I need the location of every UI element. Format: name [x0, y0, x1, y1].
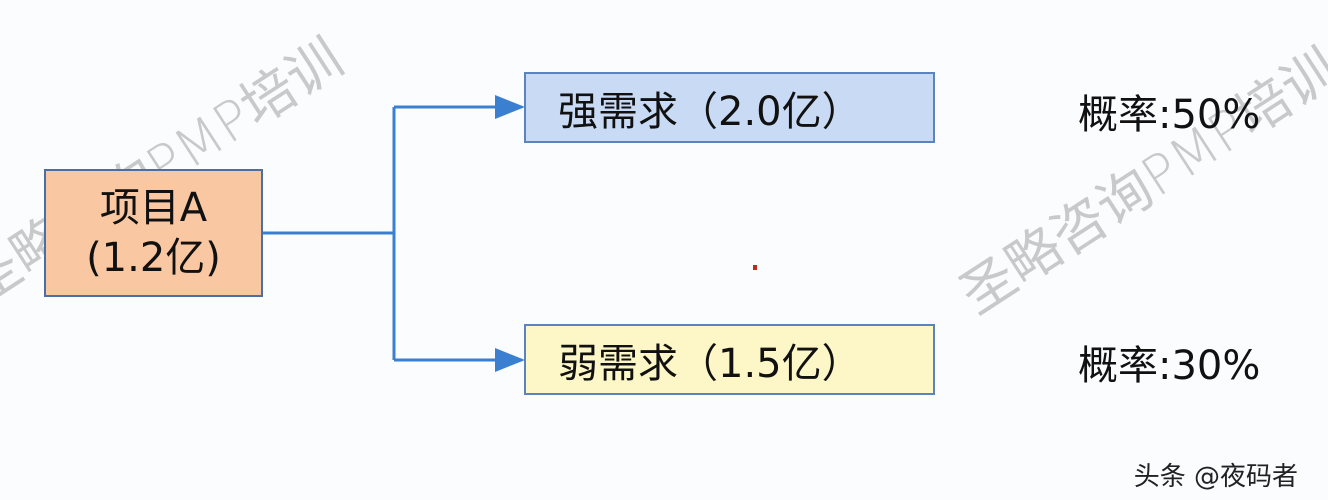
probability-weak: 概率:30% — [1078, 343, 1261, 389]
root-node-project-a: 项目A (1.2亿) — [44, 169, 263, 297]
root-title: 项目A — [99, 185, 208, 231]
branch-node-weak-demand: 弱需求（1.5亿） — [524, 324, 935, 395]
probability-strong: 概率:50% — [1078, 92, 1261, 138]
red-dot-marker — [753, 265, 757, 270]
branch-label: 强需求（2.0亿） — [558, 88, 862, 135]
branch-node-strong-demand: 强需求（2.0亿） — [524, 72, 935, 143]
root-value: (1.2亿) — [86, 235, 221, 281]
source-credit: 头条 @夜码者 — [1133, 462, 1298, 492]
branch-label: 弱需求（1.5亿） — [558, 340, 862, 387]
